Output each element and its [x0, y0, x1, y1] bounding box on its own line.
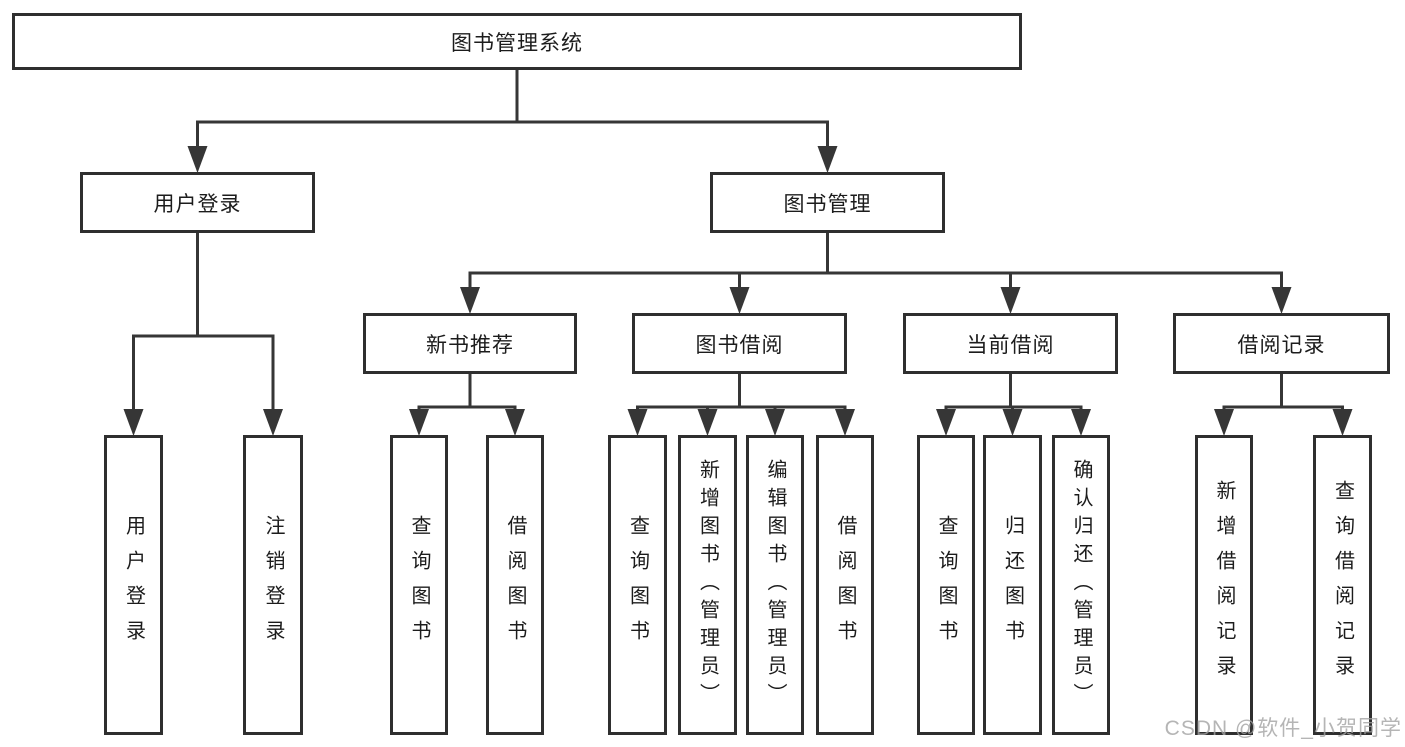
leaf-return-books-label: 归还图书 — [1001, 515, 1024, 655]
arrowhead-icon — [936, 409, 956, 436]
leaf-add-borrow-record: 新增借阅记录 — [1195, 435, 1253, 735]
leaf-edit-books-admin-label: 编辑图书（管理员） — [764, 459, 786, 711]
arrowhead-icon — [697, 409, 718, 436]
node-book-borrow: 图书借阅 — [632, 313, 847, 374]
arrowhead-icon — [1271, 287, 1292, 314]
arrowhead-icon — [1071, 409, 1091, 436]
node-book-borrow-label: 图书借阅 — [695, 333, 784, 357]
arrowhead-icon — [409, 409, 429, 436]
arrowhead-icon — [1000, 287, 1021, 314]
arrowhead-icon — [263, 409, 283, 436]
arrowhead-icon — [817, 146, 838, 173]
leaf-add-books-admin: 新增图书（管理员） — [678, 435, 737, 735]
node-book-management-label: 图书管理 — [783, 192, 872, 216]
leaf-query-books-current-label: 查询图书 — [935, 515, 957, 655]
node-borrow-records-label: 借阅记录 — [1237, 333, 1326, 357]
arrowhead-icon — [627, 409, 648, 436]
arrowhead-icon — [765, 409, 785, 436]
leaf-query-books-borrow: 查询图书 — [608, 435, 667, 735]
leaf-borrow-books-label: 借阅图书 — [834, 515, 856, 655]
node-book-management: 图书管理 — [710, 172, 945, 233]
leaf-query-books-recommend-label: 查询图书 — [408, 515, 430, 655]
node-user-login-label: 用户登录 — [153, 192, 242, 216]
leaf-logout-label: 注销登录 — [262, 515, 284, 655]
leaf-query-books-borrow-label: 查询图书 — [626, 515, 649, 655]
leaf-query-books-recommend: 查询图书 — [390, 435, 448, 735]
leaf-logout: 注销登录 — [243, 435, 303, 735]
node-current-borrow-label: 当前借阅 — [966, 333, 1055, 357]
node-new-book-recommend: 新书推荐 — [363, 313, 577, 374]
leaf-add-borrow-record-label: 新增借阅记录 — [1213, 480, 1235, 690]
leaf-query-borrow-record: 查询借阅记录 — [1313, 435, 1372, 735]
leaf-edit-books-admin: 编辑图书（管理员） — [746, 435, 804, 735]
arrowhead-icon — [1214, 409, 1234, 436]
csdn-watermark: CSDN @软件_小贺同学 — [1164, 717, 1402, 740]
leaf-query-books-current: 查询图书 — [917, 435, 975, 735]
arrowhead-icon — [505, 409, 525, 436]
leaf-borrow-books: 借阅图书 — [816, 435, 874, 735]
leaf-borrow-books-recommend: 借阅图书 — [486, 435, 544, 735]
node-new-book-recommend-label: 新书推荐 — [426, 333, 514, 357]
leaf-borrow-books-recommend-label: 借阅图书 — [504, 515, 526, 655]
node-borrow-records: 借阅记录 — [1173, 313, 1390, 374]
arrowhead-icon — [1332, 409, 1353, 436]
node-user-login: 用户登录 — [80, 172, 315, 233]
node-root: 图书管理系统 — [12, 13, 1022, 70]
arrowhead-icon — [835, 409, 855, 436]
node-current-borrow: 当前借阅 — [903, 313, 1118, 374]
leaf-confirm-return-admin-label: 确认归还（管理员） — [1070, 459, 1092, 711]
leaf-user-login-label: 用户登录 — [122, 515, 145, 655]
leaf-return-books: 归还图书 — [983, 435, 1042, 735]
node-root-label: 图书管理系统 — [451, 31, 583, 55]
arrowhead-icon — [460, 287, 480, 314]
leaf-user-login: 用户登录 — [104, 435, 163, 735]
arrowhead-icon — [1002, 409, 1023, 436]
leaf-query-borrow-record-label: 查询借阅记录 — [1331, 480, 1354, 690]
arrowhead-icon — [123, 409, 144, 436]
leaf-confirm-return-admin: 确认归还（管理员） — [1052, 435, 1110, 735]
arrowhead-icon — [187, 146, 208, 173]
arrowhead-icon — [729, 287, 750, 314]
leaf-add-books-admin-label: 新增图书（管理员） — [696, 459, 719, 711]
